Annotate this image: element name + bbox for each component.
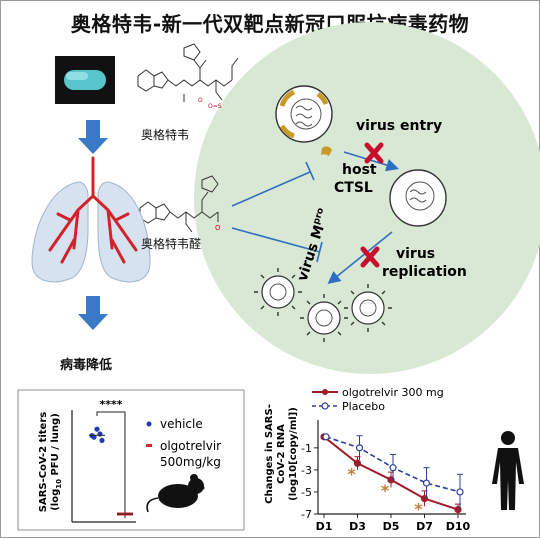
label-replication: replication [382,264,467,280]
trial-x-tick-label: D1 [316,520,333,533]
trial-x-tick-label: D5 [383,520,400,533]
trial-drug-point [353,459,362,467]
lungs-image [31,156,151,283]
trial-placebo-point [389,464,397,472]
trial-ylabel-line2: CoV-2 RNA [276,424,287,484]
aldehyde-name-label: 奥格特韦醛 [141,237,202,251]
mouse-panel-border [17,389,245,531]
legend-placebo-series-label: Placebo [342,400,385,413]
drug-name-label: 奥格特韦 [141,128,190,142]
legend-drug-label-2: 500mg/kg [160,455,221,469]
progeny-virus-icon [254,268,302,316]
mouse-ylabel-line1: SARS-CoV-2 titers [38,412,49,513]
drug-structure-atoms: O [198,97,203,104]
capsule-image [55,56,115,104]
trial-ylabel-line1: Changes in SARS- [264,404,275,504]
significance-stars: **** [99,398,122,411]
trial-placebo-point [456,488,464,496]
trial-significance-asterisk: * [381,481,390,500]
inhibition-lines [231,161,323,263]
trial-y-tick-label: -3 [301,464,312,477]
clinical-rna-chart: Changes in SARS- CoV-2 RNA (log10[copy/m… [264,386,524,533]
mouse-icon [146,474,205,513]
trial-y-tick-label: -5 [301,486,312,499]
legend-drug-marker [322,389,328,395]
trial-x-tick-label: D3 [349,520,366,533]
progeny-virus-icon [344,284,392,332]
label-host: host [342,162,377,178]
arrow-down-icon [78,120,108,154]
trial-y-tick-label: -7 [301,508,312,521]
mouse-ylabel-line2: (log10 PFU / lung) [50,413,63,511]
legend-placebo-marker [321,402,329,410]
arrow-down-icon [78,296,108,330]
block-x-icon [364,142,384,164]
mouse-titer-chart: SARS-CoV-2 titers (log10 PFU / lung) ***… [17,389,245,531]
viral-reduction-label: 病毒降低 [60,358,113,373]
label-ctsl: CTSL [334,180,373,196]
trial-placebo-point [322,433,330,441]
trial-y-tick-label: -1 [301,442,312,455]
replication-arrow [327,231,393,285]
ctsl-enzyme-icon [321,146,332,156]
label-virus: virus [396,246,435,262]
trial-x-tick-label: D10 [446,520,471,533]
trial-placebo-point [355,444,364,452]
legend-drug-marker [146,444,152,447]
mouse-point-vehicle [91,434,97,440]
mouse-point-vehicle [97,431,103,437]
trial-placebo-point [422,479,431,487]
endosome-virus-icon [389,169,447,227]
block-x-icon [360,246,380,268]
label-virus-entry: virus entry [356,118,442,134]
trial-significance-asterisk: * [414,500,423,519]
mouse-point-vehicle [94,426,100,432]
human-silhouette-icon [492,431,524,510]
progeny-virus-icon [300,294,348,342]
drug-structure [137,43,239,102]
drug-structure-atoms: O=S [208,103,222,110]
trial-x-tick-label: D7 [416,520,433,533]
legend-vehicle-marker [146,421,152,427]
legend-drug-series-label: olgotrelvir 300 mg [342,386,444,399]
significance-bracket [96,411,126,518]
trial-significance-asterisk: * [347,464,356,483]
legend-vehicle-label: vehicle [160,417,203,431]
legend-drug-label-1: olgotrelvir [160,439,221,453]
aldehyde-atom: O [215,224,221,232]
mouse-point-vehicle [99,437,105,443]
virus-particle-icon [275,85,333,143]
trial-ylabel-line3: (log10[copy/ml]) [288,407,299,501]
